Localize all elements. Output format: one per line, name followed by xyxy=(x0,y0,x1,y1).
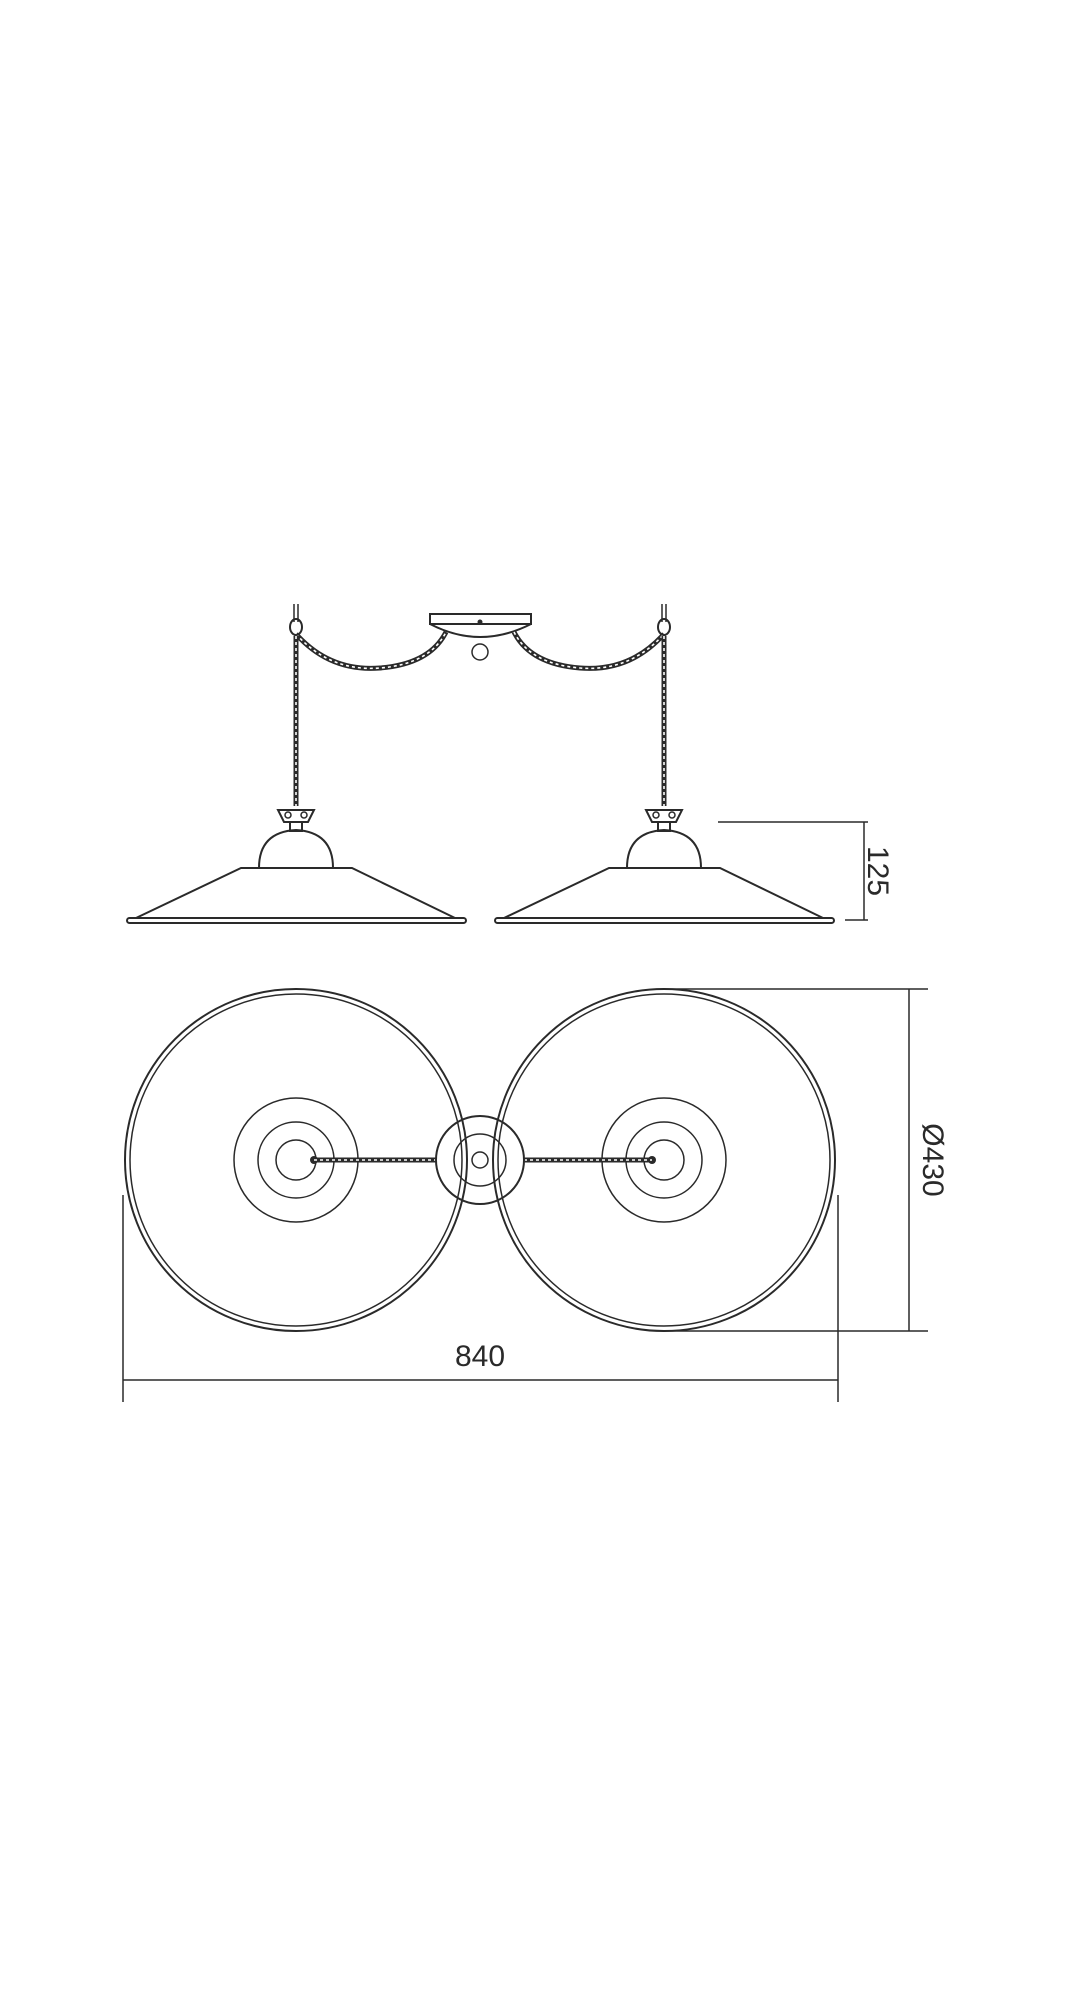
diameter-dimension-label: Ø430 xyxy=(916,1123,949,1196)
width-dimension xyxy=(122,1195,839,1402)
side-view: 125 xyxy=(126,604,894,924)
right-pendant xyxy=(494,809,835,924)
left-cable-hook xyxy=(289,604,303,636)
diameter-dimension xyxy=(664,988,928,1332)
ceiling-canopy xyxy=(429,613,532,661)
width-dimension-label: 840 xyxy=(455,1340,505,1373)
right-cable-hook xyxy=(657,604,671,636)
canopy-top xyxy=(435,1115,525,1205)
left-pendant xyxy=(126,809,467,924)
height-dimension-label: 125 xyxy=(861,846,894,896)
left-cable-swag xyxy=(294,630,449,671)
top-view: Ø430 840 xyxy=(122,988,949,1402)
height-dimension xyxy=(718,821,868,921)
right-cable-swag xyxy=(511,630,666,671)
